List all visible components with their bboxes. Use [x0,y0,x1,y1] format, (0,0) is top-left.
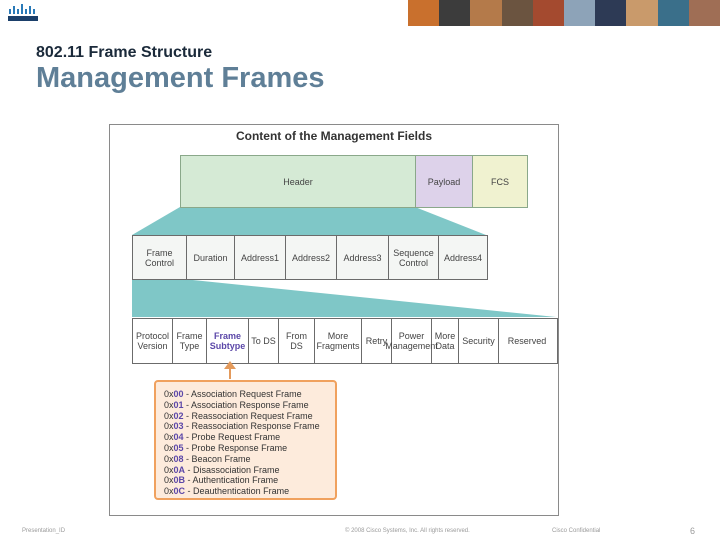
page-title: Management Frames [36,62,325,94]
header-field-frame-control: Frame Control [133,236,187,279]
header-expansion-funnel [132,207,486,235]
frame-structure-row: Header Payload FCS [180,155,528,208]
subtype-list-box: 0x00 - Association Request Frame 0x01 - … [154,380,337,500]
fc-field-retry: Retry [362,319,392,363]
header-field: Header [181,156,416,207]
fc-field-to-ds: To DS [249,319,279,363]
footer-page-number: 6 [690,526,696,536]
fc-field-reserved: Reserved [507,336,547,346]
header-field-address2: Address2 [286,236,337,279]
subtype-item: 0x02 - Reassociation Request Frame [164,410,313,421]
payload-field: Payload [416,156,473,207]
subtype-item: 0x0C - Deauthentication Frame [164,486,290,497]
fc-field-protocol-version: Protocol Version [133,319,173,363]
fc-field-more-data: More Data [432,319,459,363]
subtype-item: 0x05 - Probe Response Frame [164,442,288,453]
subtype-item: 0x01 - Association Response Frame [164,399,309,410]
management-fields-diagram: Content of the Management Fields Header … [109,124,559,516]
header-field-address3: Address3 [337,236,389,279]
footer-presentation-id: Presentation_ID [22,528,66,534]
subtype-item: 0x0B - Authentication Frame [164,475,279,486]
cisco-logo-icon [8,4,38,21]
diagram-title: Content of the Management Fields [235,129,432,143]
fc-field-more-fragments: More Fragments [315,319,362,363]
header-field-address4: Address4 [443,252,483,263]
section-subtitle: 802.11 Frame Structure [36,44,213,61]
subtype-item: 0x04 - Probe Request Frame [164,432,281,443]
fc-field-from-ds: From DS [279,319,315,363]
header-field-duration: Duration [187,236,235,279]
subtype-item: 0x00 - Association Request Frame [164,389,302,399]
footer-copyright: © 2008 Cisco Systems, Inc. All rights re… [345,528,470,534]
fcs-field: FCS [473,156,527,207]
header-field-sequence-control: Sequence Control [389,236,439,279]
fc-field-security: Security [459,319,499,363]
subtype-item: 0x03 - Reassociation Response Frame [164,421,320,432]
arrow-stem [229,365,231,379]
funnel-shapes [132,207,556,317]
header-fields-row: Frame Control Duration Address1 Address2… [132,235,488,280]
frame-control-fields-row: Protocol Version Frame Type Frame Subtyp… [132,318,558,364]
header-field-address1: Address1 [235,236,286,279]
subtype-item: 0x0A - Disassociation Frame [164,464,280,475]
fc-field-frame-subtype: Frame Subtype [207,319,249,363]
top-banner [0,0,720,26]
people-photo-strip [408,0,720,26]
frame-control-expansion-funnel [132,279,556,317]
footer-confidential: Cisco Confidential [552,528,601,534]
fc-field-power-management: Power Management [385,319,438,363]
fc-field-frame-type: Frame Type [173,319,207,363]
subtype-item: 0x08 - Beacon Frame [164,453,251,464]
